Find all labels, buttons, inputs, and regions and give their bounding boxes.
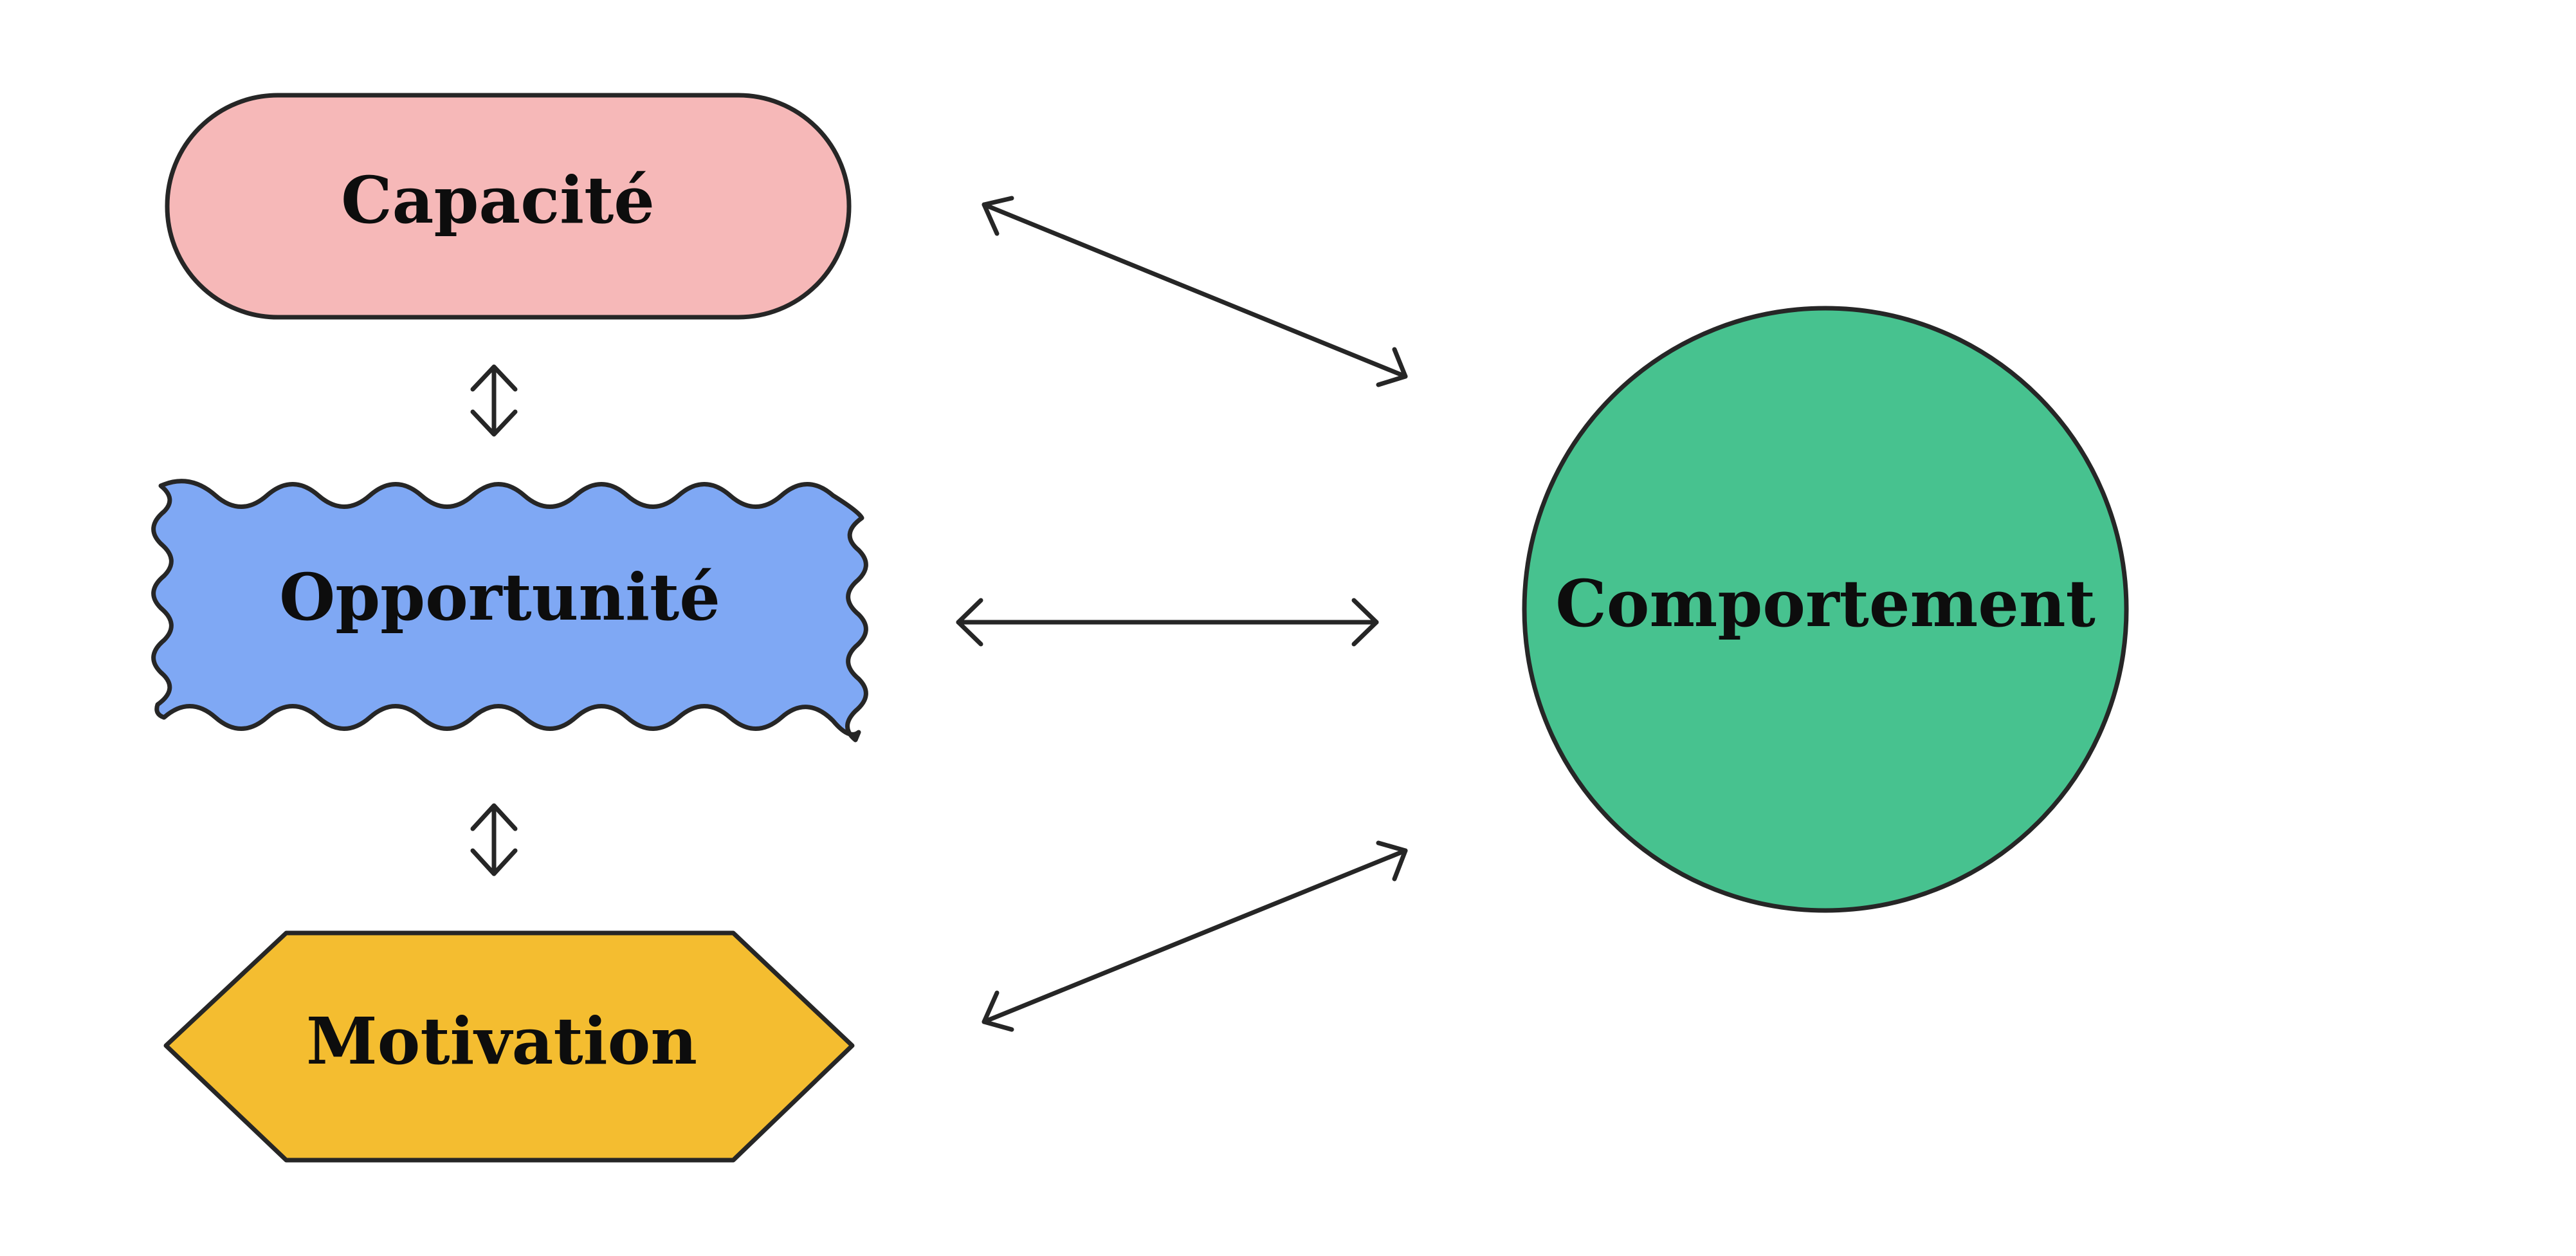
arrowhead-right [1376, 840, 1408, 882]
node-motivation: Motivation [163, 930, 855, 1163]
arrow-line [982, 202, 1408, 379]
comportement-label: Comportement [1555, 566, 2096, 642]
arrow-opportunite-comportement [956, 598, 1379, 647]
arrow-capacite-comportement [982, 196, 1408, 387]
arrow-line [982, 848, 1408, 1024]
arrowhead-right [1351, 598, 1379, 647]
arrow-opportunite-motivation [470, 803, 518, 876]
capacite-label: Capacité [341, 162, 655, 238]
comportement-shape [1522, 306, 2129, 913]
arrowhead-up [470, 364, 518, 392]
arrowhead-left [956, 598, 983, 647]
arrowhead-down [470, 848, 518, 876]
node-opportunite: Opportunité [151, 479, 868, 743]
motivation-shape [163, 930, 855, 1163]
arrow-capacite-opportunite [470, 364, 518, 437]
capacite-shape [165, 93, 852, 320]
node-capacite: Capacité [165, 93, 852, 320]
arrowhead-left [982, 196, 1014, 236]
motivation-label: Motivation [306, 1003, 697, 1079]
arrow-motivation-comportement [982, 840, 1408, 1032]
arrowhead-up [470, 803, 518, 831]
opportunite-label: Opportunité [279, 559, 720, 635]
node-comportement: Comportement [1522, 306, 2129, 913]
opportunite-shape [151, 479, 868, 743]
arrowhead-down [470, 409, 518, 437]
arrowhead-right [1376, 347, 1408, 387]
arrowhead-left [982, 990, 1014, 1032]
